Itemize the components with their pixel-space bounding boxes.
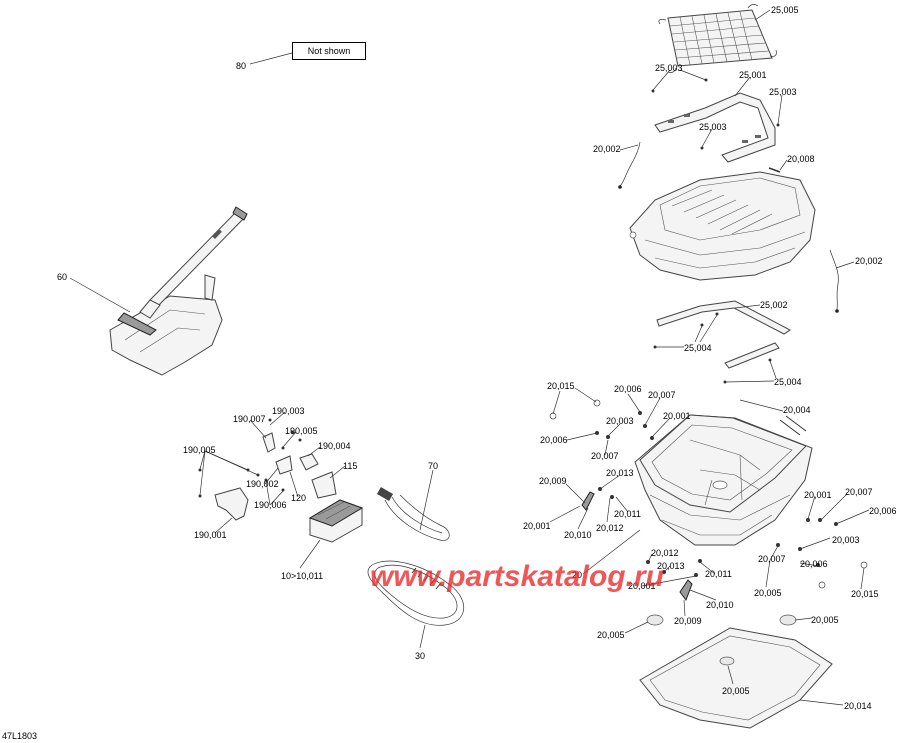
callout-label: 20,007 [758,554,786,564]
callout-label: 20,003 [606,416,634,426]
watermark: www.partskatalog.ru [370,560,664,593]
callout-label: 20,011 [614,509,641,519]
callout-label: 20,014 [844,701,872,711]
callout-label: 20,001 [804,490,832,500]
callout-label: 20,011 [705,569,732,579]
callout-label: 20,007 [648,390,676,400]
callout-label: 20,012 [596,523,624,533]
callout-label: 10>10,011 [281,571,324,581]
callout-label: 25,001 [739,70,767,80]
callout-label: 20,012 [651,548,679,558]
callout-label: 20,015 [851,589,879,599]
callout-label: 20,002 [855,256,883,266]
callout-label: 20,001 [663,411,691,421]
not-shown-box: Not shown [292,42,366,60]
callout-label: 20,006 [540,435,568,445]
callout-label: 25,003 [655,63,683,73]
callout-label: 20,009 [539,476,567,486]
callout-label: 20,001 [523,521,551,531]
rack-rail [654,92,776,163]
callout-label: 25,004 [684,343,712,353]
diagram-code: 47L1803 [2,731,38,741]
callout-label: 20,010 [564,530,592,540]
shovel [109,206,248,376]
callout-label: 190,004 [318,441,351,451]
callout-label: 20,005 [722,686,750,696]
callout-label: 20,006 [800,559,828,569]
callout-label: 60 [57,272,68,282]
callout-label: 20 [572,570,583,580]
battery-pack [308,499,364,543]
strap [376,487,450,541]
storage-tub [634,414,813,546]
callout-label: 20,007 [845,487,873,497]
callout-label: 20,005 [811,615,839,625]
drive-belt [367,560,465,626]
callout-label: 20,002 [593,144,621,154]
rack-rail-lower [656,300,791,369]
callout-label: 20,005 [597,630,625,640]
callout-label: 20,008 [787,154,815,164]
bracket-parts [198,418,337,521]
callout-label: 25,005 [771,5,799,15]
cargo-net [658,4,777,73]
callout-label: 25,003 [769,87,797,97]
clip-left [581,491,595,511]
callout-label: 190,002 [246,479,279,489]
callout-label: 190,006 [254,500,287,510]
cable-upper [619,141,641,187]
callout-label: 20,007 [591,451,619,461]
callout-label: 190,003 [272,406,305,416]
callout-label: 190,005 [183,445,216,455]
callout-label: 20,006 [869,506,897,516]
callout-label: 20,009 [674,616,702,626]
callout-label: 190,007 [233,414,266,424]
floor-mat [639,627,833,729]
callout-label: 20,013 [657,561,685,571]
callout-label: 20,015 [547,381,575,391]
callout-label: 25,004 [774,377,802,387]
callout-label: 20,004 [783,405,811,415]
cable-right [829,249,839,311]
callout-label: 25,003 [699,122,727,132]
callout-label: 190,001 [194,530,227,540]
pad-left [646,614,664,626]
callout-label: 25,002 [760,300,788,310]
callout-label: 30 [415,651,426,661]
callout-label: 190,005 [285,426,318,436]
clip-right [679,579,693,602]
pad-right [779,614,797,626]
callout-label: 70 [428,461,439,471]
callout-label: 115 [343,461,358,471]
callout-label: 20,005 [754,588,782,598]
callout-label: 120 [291,493,307,503]
callout-label: 20,001 [628,581,656,591]
callout-label: 80 [236,61,247,71]
callout-label: 20,003 [832,535,860,545]
callout-label: 20,013 [606,468,634,478]
lid [629,171,816,281]
callout-label: 20,006 [614,384,642,394]
leader-lines [69,9,870,706]
callout-label: 20,010 [706,600,734,610]
